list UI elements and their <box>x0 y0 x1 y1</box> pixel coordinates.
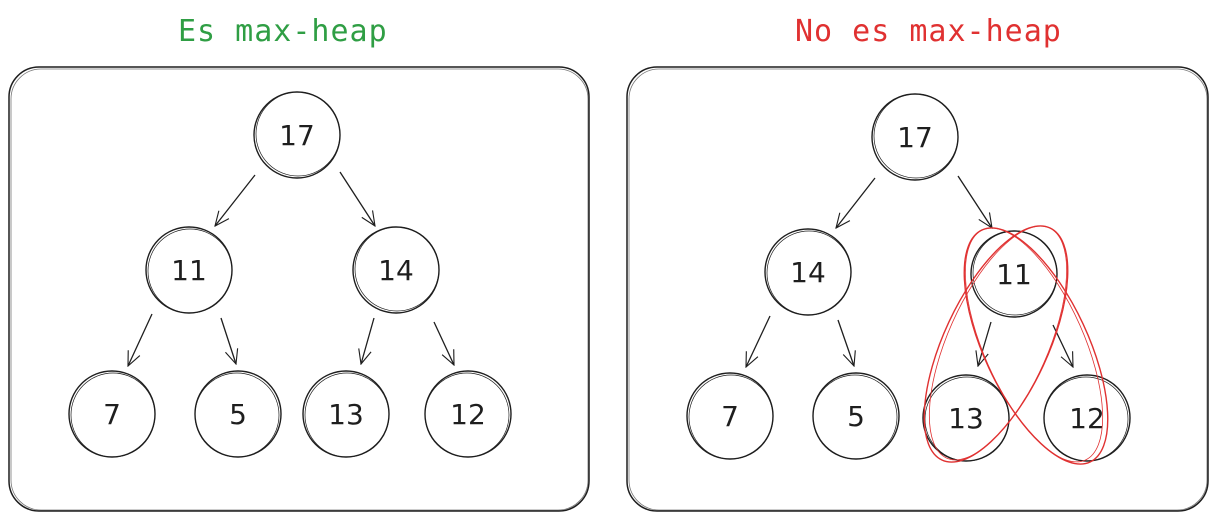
left-heap-panel: 17 11 14 7 5 13 12 <box>8 66 590 512</box>
node-label: 7 <box>103 398 121 431</box>
tree-node-left-left: 7 <box>68 370 156 458</box>
tree-node-left: 14 <box>764 228 852 316</box>
tree-node-root: 17 <box>871 93 959 181</box>
node-label: 12 <box>450 398 486 431</box>
node-label: 17 <box>279 119 315 152</box>
right-panel-title: No es max-heap <box>795 14 1062 49</box>
node-label: 5 <box>229 398 247 431</box>
tree-node-right-right: 12 <box>1043 374 1131 462</box>
node-label: 14 <box>378 254 414 287</box>
edge-left-leftchild <box>745 315 771 367</box>
edge-right-leftchild <box>978 321 992 366</box>
node-label: 5 <box>847 400 865 433</box>
node-label: 12 <box>1069 402 1105 435</box>
highlight-ellipse-left <box>923 225 1069 463</box>
node-label: 7 <box>721 400 739 433</box>
right-panel-frame <box>626 66 1209 512</box>
edge-root-left <box>215 174 256 226</box>
node-label: 11 <box>171 254 207 287</box>
edge-right-leftchild <box>361 317 375 364</box>
tree-node-right: 11 <box>970 230 1058 318</box>
edge-right-rightchild <box>433 321 455 365</box>
left-panel-frame <box>8 66 590 512</box>
tree-node-left-right: 5 <box>812 372 900 460</box>
tree-node-left-right: 5 <box>194 370 282 458</box>
tree-node-right: 14 <box>352 226 440 314</box>
tree-node-right-left: 13 <box>302 370 390 458</box>
edge-root-right <box>339 171 375 226</box>
tree-node-left: 11 <box>145 226 233 314</box>
node-label: 13 <box>328 398 364 431</box>
edge-root-left <box>836 177 876 228</box>
right-heap-panel: 17 14 11 7 5 13 12 <box>626 66 1209 512</box>
tree-node-right-right: 12 <box>424 370 512 458</box>
node-label: 14 <box>790 256 826 289</box>
edge-left-rightchild <box>220 317 236 364</box>
edge-root-right <box>957 175 992 228</box>
node-label: 13 <box>948 402 984 435</box>
invalid-subtree-highlight <box>923 225 1109 465</box>
node-label: 17 <box>897 121 933 154</box>
highlight-ellipse-right <box>963 227 1109 465</box>
left-panel-title: Es max-heap <box>178 14 388 49</box>
tree-node-right-left: 13 <box>922 374 1010 462</box>
left-edges <box>127 171 455 366</box>
tree-node-root: 17 <box>253 91 341 179</box>
edge-left-rightchild <box>837 319 854 366</box>
tree-node-left-left: 7 <box>686 372 774 460</box>
edge-left-leftchild <box>127 313 153 366</box>
node-label: 11 <box>996 258 1032 291</box>
